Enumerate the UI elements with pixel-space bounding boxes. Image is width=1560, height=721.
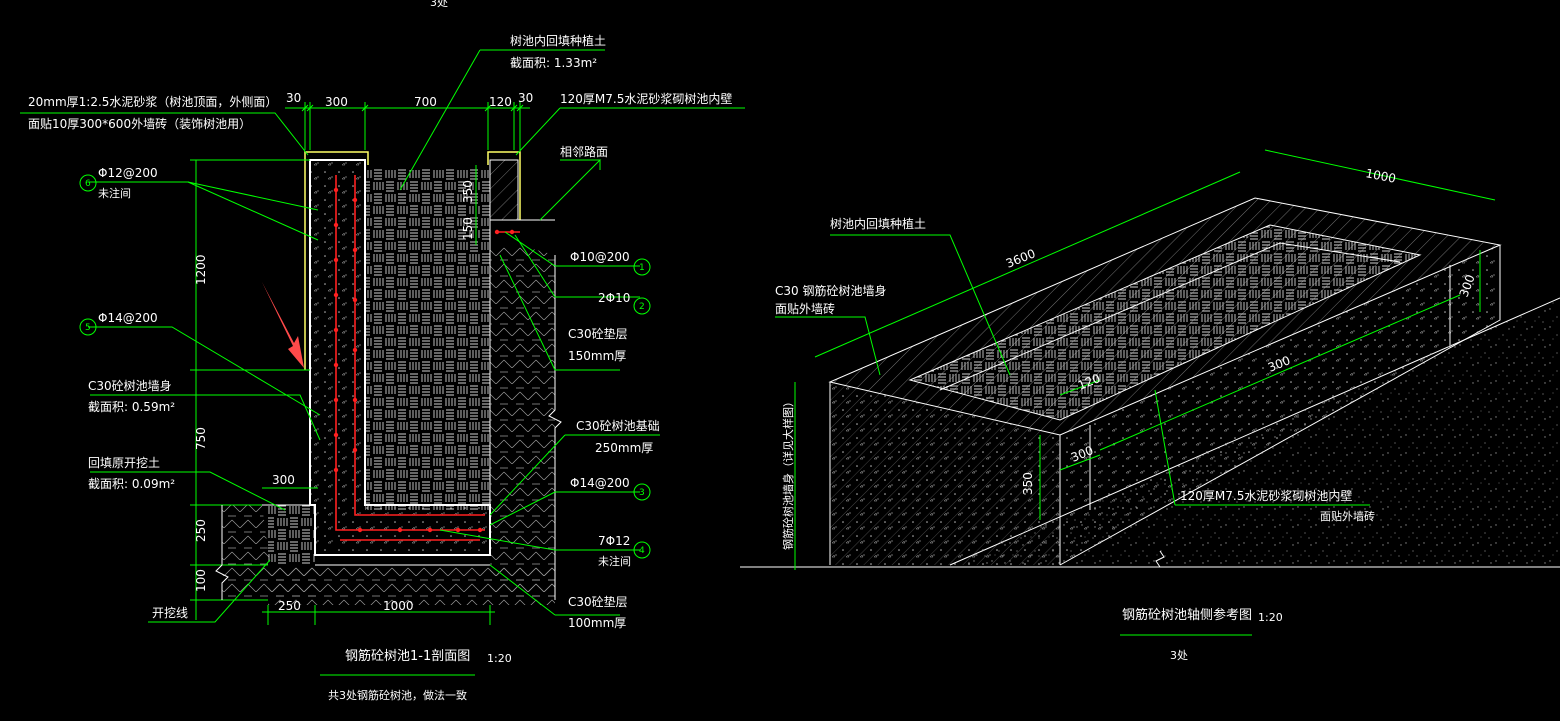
- label-rebar6-note: 未注间: [98, 186, 131, 200]
- section-note: 共3处钢筋砼树池，做法一致: [328, 688, 467, 702]
- label-rebar6: Φ12@200: [98, 166, 158, 180]
- dim-1000: 1000: [383, 599, 414, 613]
- dim-750-group: 750: [194, 427, 208, 450]
- label-cushion150-b: 150mm厚: [568, 349, 626, 363]
- highlight-arrow: [262, 282, 304, 368]
- svg-text:750: 750: [194, 427, 208, 450]
- svg-text:2: 2: [639, 302, 645, 312]
- dim-300b: 300: [272, 473, 295, 487]
- dim-700: 700: [414, 95, 437, 109]
- dim-250v-group: 250: [194, 519, 208, 542]
- label-adjacent-road: 相邻路面: [560, 144, 608, 159]
- dim-250h: 250: [278, 599, 301, 613]
- rebar-dots: [333, 187, 515, 533]
- dim-300: 300: [325, 95, 348, 109]
- iso-title: 钢筋砼树池轴侧参考图: [1122, 607, 1252, 623]
- iso-dim-1000: 1000: [1364, 166, 1397, 186]
- label-wall120: 120厚M7.5水泥砂浆砌树池内壁: [560, 91, 732, 106]
- label-rebar2: 2Φ10: [598, 291, 630, 305]
- svg-text:3: 3: [639, 488, 645, 498]
- iso-dim-350: 350: [1021, 472, 1035, 495]
- surrounding-soil: [490, 245, 555, 600]
- iso-soil: [910, 225, 1420, 420]
- iso-label-wall-1: C30 钢筋砼树池墙身: [775, 283, 886, 298]
- label-backfill: 回填原开挖土: [88, 455, 160, 470]
- brick-wall: [490, 160, 518, 220]
- svg-text:250: 250: [194, 519, 208, 542]
- top-fragment-text: 3处: [430, 0, 448, 9]
- svg-text:4: 4: [639, 546, 645, 556]
- iso-dim-lines: [814, 149, 1496, 520]
- dim-120: 120: [489, 95, 512, 109]
- label-rebar4-note: 未注间: [598, 554, 631, 568]
- label-rebar5: Φ14@200: [98, 311, 158, 325]
- label-mortar-2: 面贴10厚300*600外墙砖（装饰树池用）: [28, 116, 251, 131]
- marker-2: 2: [633, 297, 651, 315]
- section-leaders: [20, 49, 745, 623]
- label-foundation-b: 250mm厚: [595, 441, 653, 455]
- iso-scale: 1:20: [1258, 611, 1283, 624]
- section-scale: 1:20: [487, 652, 512, 665]
- rebar-vertical-inner: [354, 175, 485, 516]
- top-dim-ticks: [301, 102, 524, 150]
- finish-layer-left: [304, 151, 369, 370]
- svg-text:150: 150: [461, 217, 475, 240]
- iso-label-wall120-2: 面贴外墙砖: [1320, 509, 1375, 523]
- label-cushion100-a: C30砼垫层: [568, 594, 628, 609]
- iso-label-vertical: 钢筋砼树池墙身（详见大样图）: [781, 396, 795, 550]
- dim-350-group: 350: [461, 180, 475, 203]
- base-layer: [268, 565, 555, 605]
- svg-text:6: 6: [85, 179, 91, 189]
- iso-count: 3处: [1170, 649, 1188, 662]
- marker-3: 3: [633, 483, 651, 501]
- iso-leaders: [775, 234, 1370, 570]
- label-wall-c30: C30砼树池墙身: [88, 378, 172, 393]
- isometric-drawing: 3600 1000 300 300 120 300 350 树池内回填种植土 C…: [740, 149, 1560, 662]
- planting-soil-fill: [365, 168, 490, 510]
- marker-1: 1: [633, 258, 651, 276]
- label-soil-area: 截面积: 1.33m²: [510, 56, 597, 70]
- svg-text:350: 350: [461, 180, 475, 203]
- iso-label-wall120-1: 120厚M7.5水泥砂浆砌树池内壁: [1180, 488, 1352, 503]
- label-soil-title: 树池内回填种植土: [510, 33, 606, 48]
- label-wall-area: 截面积: 0.59m²: [88, 400, 175, 414]
- dim-1200-group: 1200: [194, 254, 208, 285]
- label-rebar4: 7Φ12: [598, 534, 630, 548]
- iso-outlines: [828, 197, 1502, 566]
- section-title: 钢筋砼树池1-1剖面图: [345, 648, 470, 664]
- label-excavation: 开挖线: [152, 605, 188, 620]
- label-cushion150-a: C30砼垫层: [568, 326, 628, 341]
- marker-5: 5: [79, 318, 97, 336]
- iso-label-soil: 树池内回填种植土: [830, 216, 926, 231]
- label-foundation-a: C30砼树池基础: [576, 418, 660, 433]
- backfill-soil: [268, 505, 315, 565]
- finish-layer-right: [487, 151, 521, 220]
- dim-100v-group: 100: [194, 569, 208, 592]
- section-drawing: 3处: [20, 0, 745, 702]
- svg-text:1: 1: [639, 263, 645, 273]
- dim-150-group: 150: [461, 217, 475, 240]
- label-rebar1: Φ10@200: [570, 250, 630, 264]
- iso-label-wall-2: 面贴外墙砖: [775, 301, 835, 316]
- svg-text:1200: 1200: [194, 254, 208, 285]
- svg-text:5: 5: [85, 323, 91, 333]
- label-cushion100-b: 100mm厚: [568, 616, 626, 630]
- label-backfill-area: 截面积: 0.09m²: [88, 477, 175, 491]
- dim-30a: 30: [286, 91, 301, 105]
- dim-30b: 30: [518, 91, 533, 105]
- svg-text:100: 100: [194, 569, 208, 592]
- marker-4: 4: [633, 541, 651, 559]
- marker-6: 6: [79, 174, 97, 192]
- label-mortar-1: 20mm厚1:2.5水泥砂浆（树池顶面，外侧面）: [28, 94, 277, 109]
- label-rebar3: Φ14@200: [570, 476, 630, 490]
